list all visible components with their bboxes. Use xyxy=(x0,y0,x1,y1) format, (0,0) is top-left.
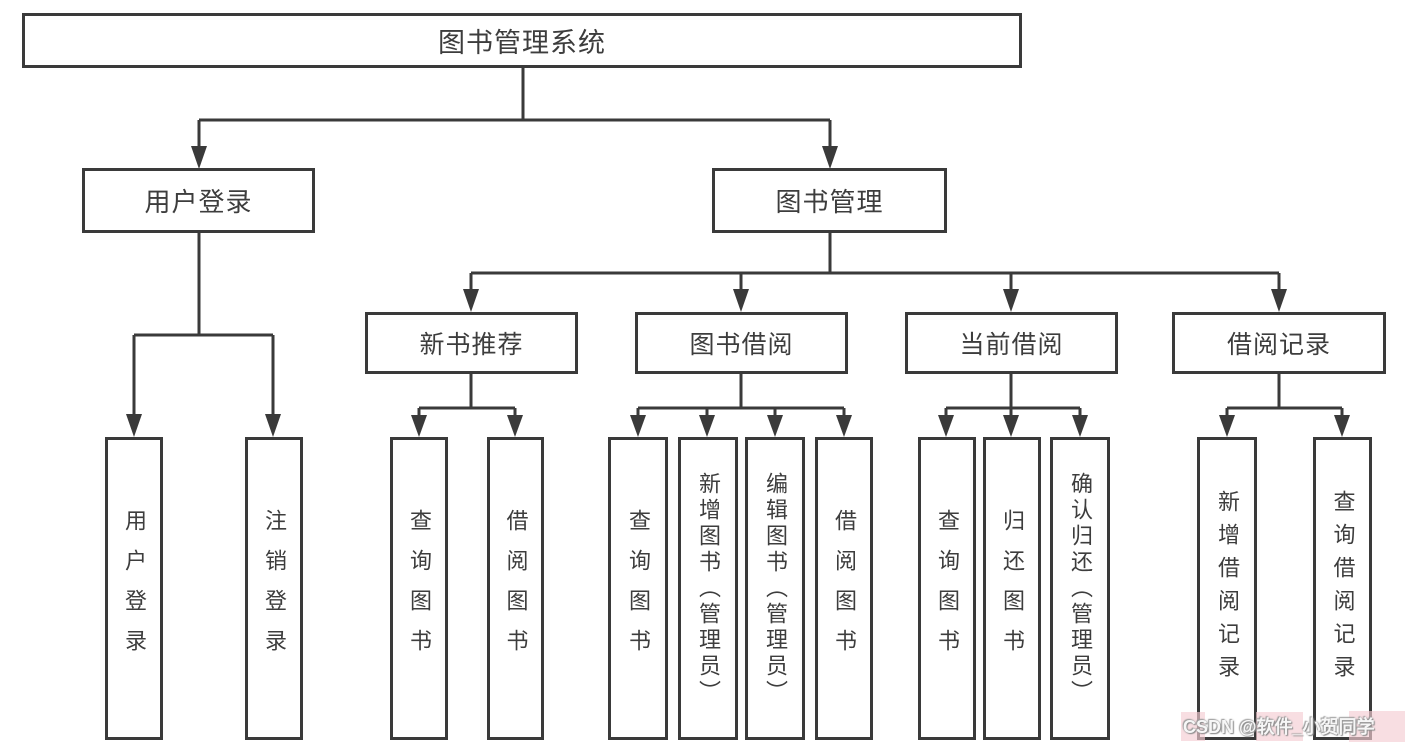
node-label: 新增借阅记录 xyxy=(1215,489,1240,688)
node-label: 用户登录 xyxy=(122,508,147,669)
connector-current-borrowing-to-leaves xyxy=(938,374,1088,437)
node-label: 借阅记录 xyxy=(1226,331,1331,359)
node-label: 编辑图书（管理员） xyxy=(763,471,788,706)
node-label: 查询借阅记录 xyxy=(1330,489,1356,688)
leaf-edit-book-admin: 编辑图书（管理员） xyxy=(745,437,805,740)
node-label: 新增图书（管理员） xyxy=(696,471,721,706)
node-library-management-system: 图书管理系统 xyxy=(22,13,1022,68)
leaf-confirm-return-admin: 确认归还（管理员） xyxy=(1050,437,1110,740)
leaf-user-login: 用户登录 xyxy=(105,437,163,740)
node-label: 当前借阅 xyxy=(959,331,1064,359)
connector-root-to-level2 xyxy=(191,68,838,169)
node-label: 用户登录 xyxy=(144,187,253,217)
leaf-borrow-books-borrowing: 借阅图书 xyxy=(815,437,873,740)
connector-borrowing-records-to-leaves xyxy=(1219,374,1350,437)
watermark-pink-patch xyxy=(1256,712,1303,741)
watermark-pink-patch xyxy=(1349,711,1405,742)
node-book-borrowing: 图书借阅 xyxy=(635,312,848,374)
node-new-book-recommendation: 新书推荐 xyxy=(365,312,578,374)
leaf-logout: 注销登录 xyxy=(245,437,303,740)
connector-user-login-to-leaves xyxy=(126,233,281,437)
node-label: 借阅图书 xyxy=(832,508,857,669)
node-label: 新书推荐 xyxy=(419,331,524,359)
leaf-add-book-admin: 新增图书（管理员） xyxy=(678,437,738,740)
node-label: 查询图书 xyxy=(407,508,432,669)
node-label: 查询图书 xyxy=(626,508,651,669)
node-user-login: 用户登录 xyxy=(82,168,315,233)
connector-book-management-to-level3 xyxy=(463,233,1287,312)
node-label: 注销登录 xyxy=(262,508,287,669)
node-label: 借阅图书 xyxy=(503,508,529,669)
csdn-watermark: CSDN @软件_小贺同学 xyxy=(1183,717,1375,737)
leaf-query-books-recommend: 查询图书 xyxy=(390,437,448,740)
node-label: 确认归还（管理员） xyxy=(1068,471,1093,706)
node-label: 归还图书 xyxy=(1000,508,1025,669)
node-book-management: 图书管理 xyxy=(712,168,947,233)
node-label: 图书管理系统 xyxy=(438,28,606,58)
node-label: 查询图书 xyxy=(935,508,960,669)
leaf-add-borrow-record: 新增借阅记录 xyxy=(1197,437,1257,740)
connector-new-book-recommendation-to-leaves xyxy=(411,374,523,437)
leaf-borrow-books-recommend: 借阅图书 xyxy=(487,437,544,740)
connector-book-borrowing-to-leaves xyxy=(630,374,852,437)
node-label: 图书管理 xyxy=(775,187,884,217)
leaf-query-books-current: 查询图书 xyxy=(918,437,976,740)
watermark-pink-patch xyxy=(1181,712,1205,741)
leaf-query-books-borrowing: 查询图书 xyxy=(608,437,668,740)
node-current-borrowing: 当前借阅 xyxy=(905,312,1118,374)
node-borrowing-records: 借阅记录 xyxy=(1172,312,1386,374)
node-label: 图书借阅 xyxy=(689,331,794,359)
leaf-query-borrow-record: 查询借阅记录 xyxy=(1313,437,1372,740)
leaf-return-books: 归还图书 xyxy=(983,437,1041,740)
